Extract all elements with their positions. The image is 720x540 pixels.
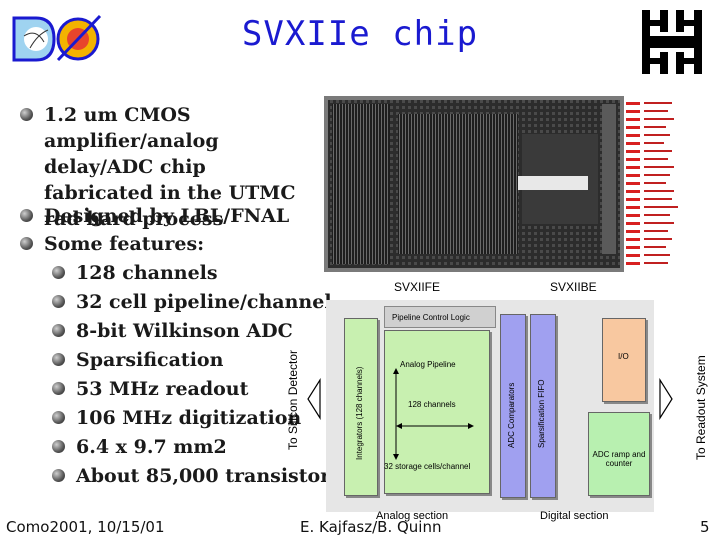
bullet-process: 1.2 um CMOS amplifier/analog delay/ADC c… [20, 102, 314, 232]
bullet-designer: Designed by LBL/FNAL [20, 203, 314, 229]
feature-item: 106 MHz digitization [52, 405, 301, 431]
sparsification-fifo-label: Sparsification FIFO [537, 379, 546, 448]
pipeline-control-label: Pipeline Control Logic [392, 313, 470, 322]
adc-ramp-label: ADC ramp and counter [592, 450, 646, 468]
bullet-icon [20, 209, 33, 222]
fe-label: SVXIIFE [394, 280, 441, 294]
footer-author: E. Kajfasz/B. Quinn [300, 518, 442, 536]
integrators-block [344, 318, 378, 496]
digital-section-label: Digital section [540, 510, 609, 522]
to-silicon-detector-label: To Silicon Detector [286, 349, 300, 450]
adc-comparators-block [500, 314, 526, 498]
analog-pipeline-label: Analog Pipeline [400, 360, 456, 369]
bullet-icon [52, 324, 65, 337]
bullet-icon [52, 382, 65, 395]
right-arrow-icon [659, 378, 673, 420]
storage-cells-label: 32 storage cells/channel [384, 462, 471, 471]
adc-comparators-label: ADC Comparators [507, 382, 516, 448]
left-arrow-icon [307, 378, 321, 420]
adc-ramp-block [588, 412, 650, 496]
bullet-features: Some features: [20, 231, 314, 257]
pipeline-control-block [384, 306, 496, 328]
d0-logo [10, 14, 102, 62]
analog-pipeline-block [384, 330, 490, 494]
integrators-label: Integrators (128 channels) [355, 366, 364, 460]
page-number: 5 [700, 518, 710, 536]
feature-item: Sparsification [52, 347, 223, 373]
io-block [602, 318, 646, 402]
bullet-icon [52, 440, 65, 453]
bullet-icon [20, 237, 33, 250]
feature-item: 53 MHz readout [52, 376, 248, 402]
bullet-icon [52, 353, 65, 366]
fermilab-logo [642, 10, 702, 74]
feature-item: 128 channels [52, 260, 218, 286]
be-label: SVXIIBE [550, 280, 597, 294]
bullet-icon [52, 266, 65, 279]
feature-item: 8-bit Wilkinson ADC [52, 318, 293, 344]
to-readout-system-label: To Readout System [694, 355, 708, 460]
footer-date: Como2001, 10/15/01 [6, 518, 165, 536]
bullet-icon [20, 108, 33, 121]
chip-die-photo [318, 94, 690, 276]
pipeline-arrows [393, 368, 474, 460]
bullet-icon [52, 295, 65, 308]
io-label: I/O [618, 352, 629, 361]
feature-item: About 85,000 transistors [52, 463, 341, 489]
bullet-icon [52, 411, 65, 424]
channels-label: 128 channels [408, 400, 456, 409]
bullet-icon [52, 469, 65, 482]
sparsification-fifo-block [530, 314, 556, 498]
feature-item: 6.4 x 9.7 mm2 [52, 434, 227, 460]
feature-item: 32 cell pipeline/channel [52, 289, 332, 315]
analog-section-label: Analog section [376, 510, 449, 522]
slide-title: SVXIIe chip [241, 14, 479, 54]
